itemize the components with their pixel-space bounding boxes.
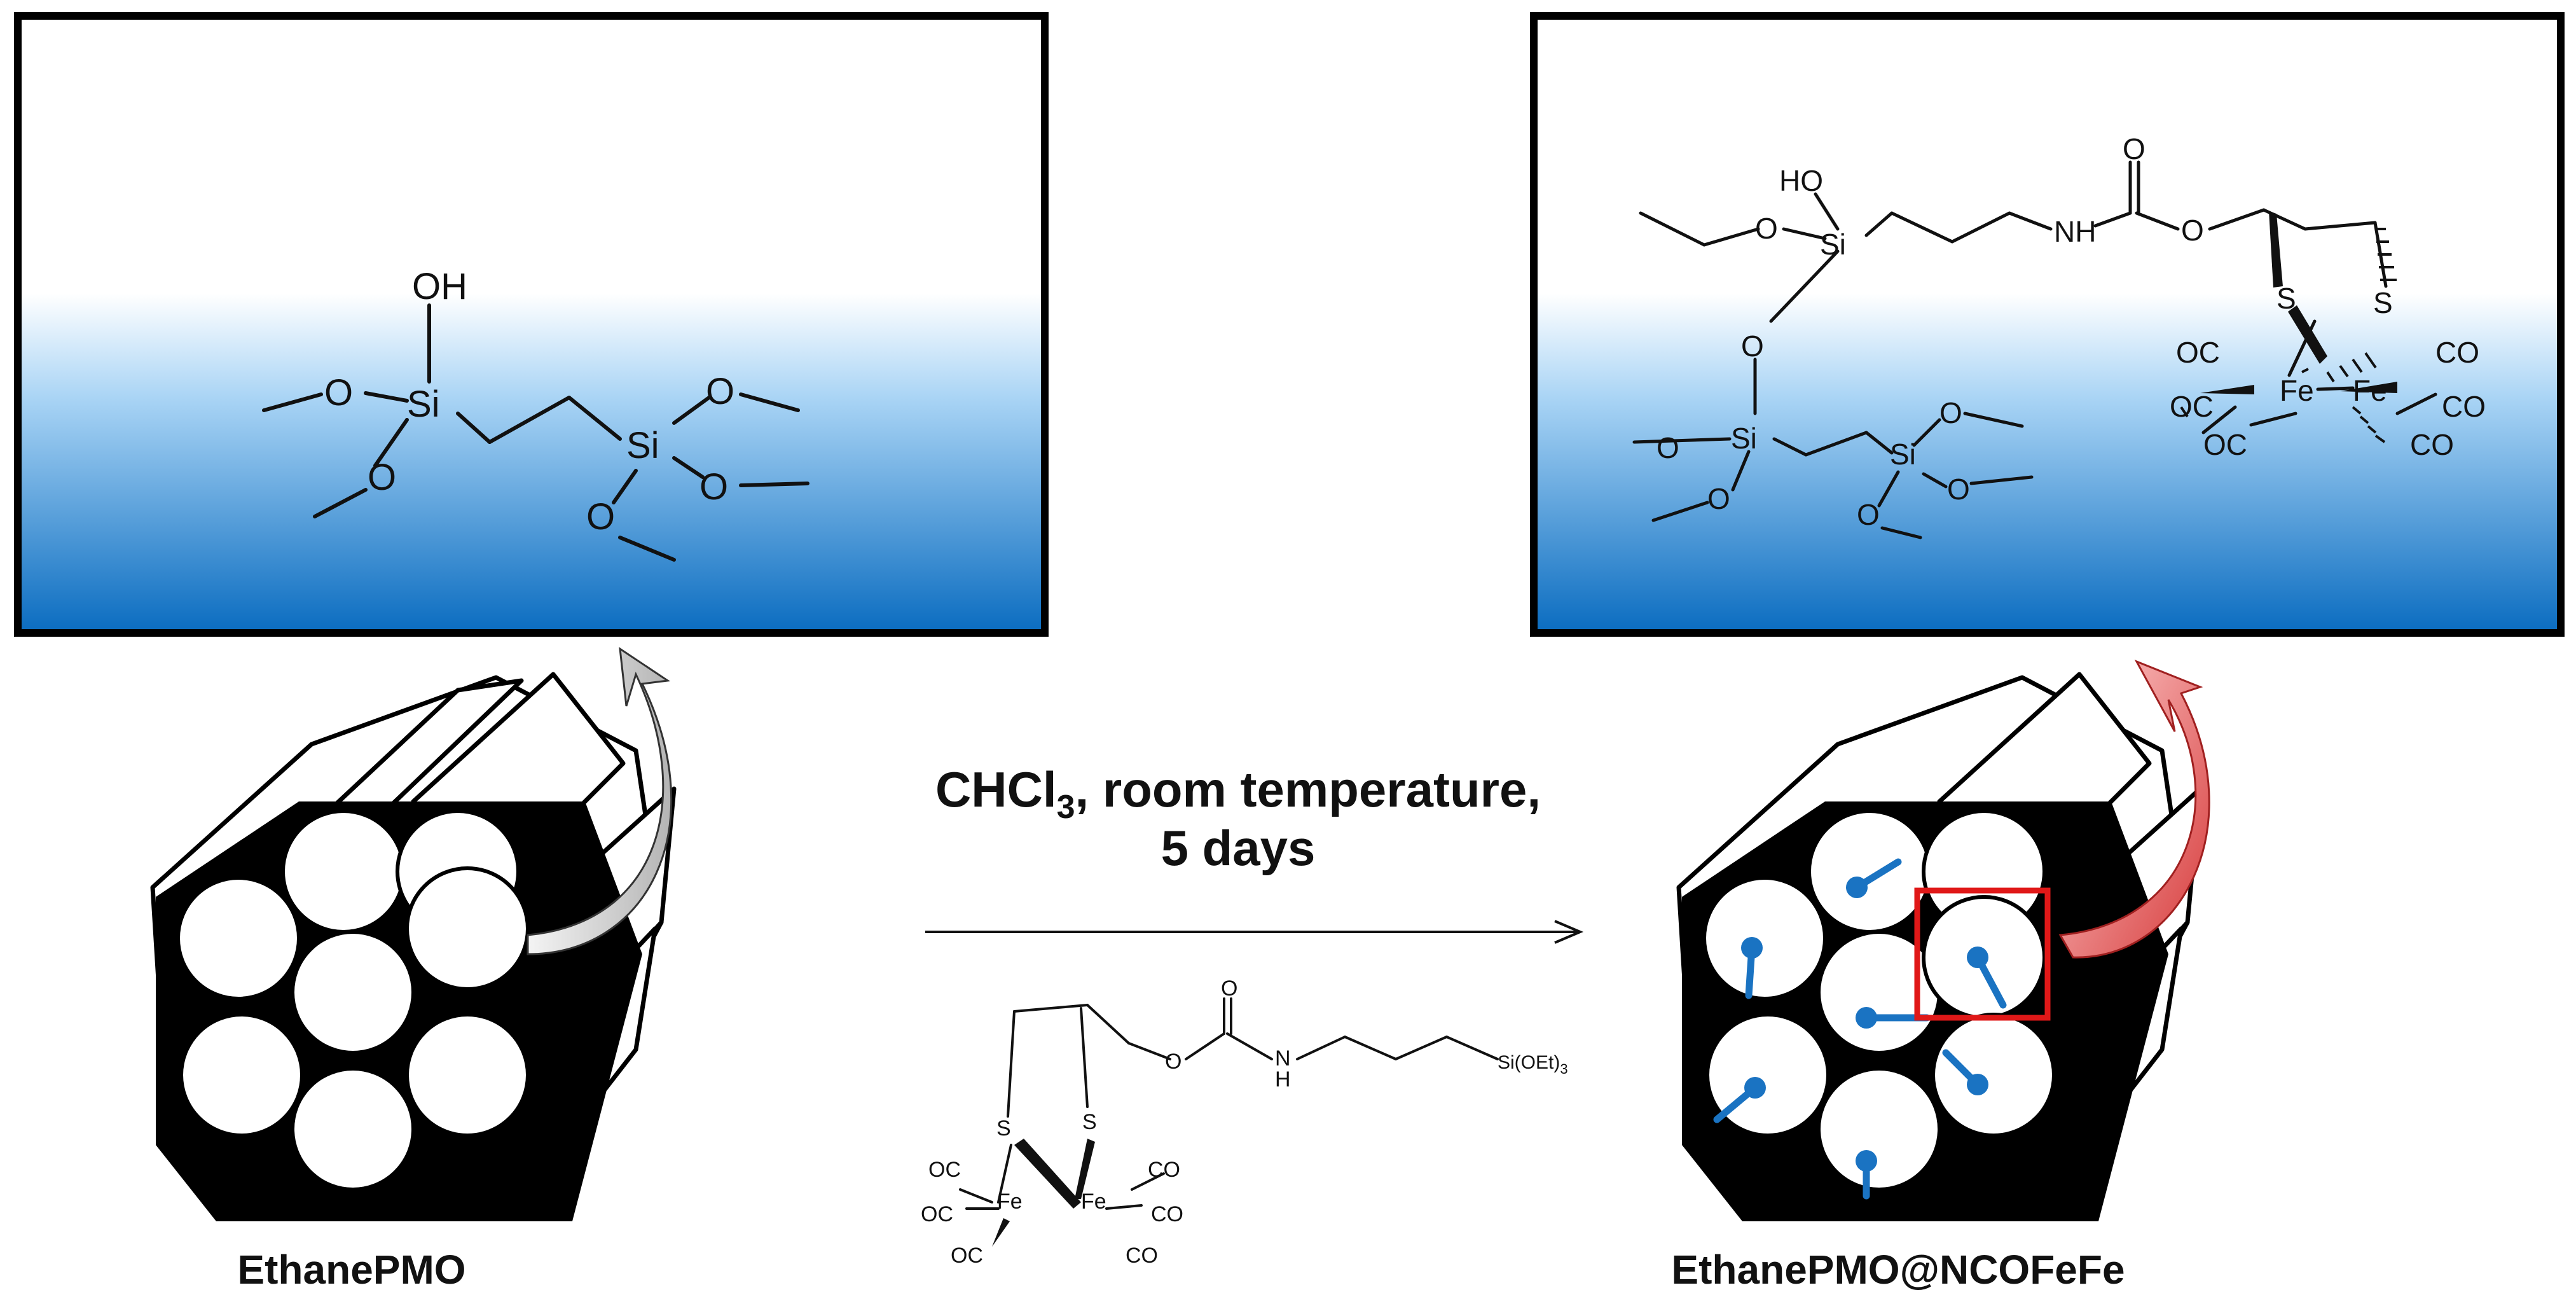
- atom-o: O: [1947, 473, 1970, 506]
- highlight-box: [1914, 887, 2051, 1021]
- left-molecule-atoms: OH O O Si Si O O O: [324, 266, 734, 538]
- atom-o: O: [1165, 1050, 1181, 1074]
- wedge-bond: [992, 1218, 1010, 1247]
- atom-co: CO: [2435, 336, 2479, 369]
- wedge-bond: [1014, 1139, 1081, 1209]
- left-molecule-bonds: [262, 303, 809, 562]
- atom-n: N: [1275, 1046, 1291, 1071]
- condition-line-1: CHCl3, room temperature,: [935, 761, 1541, 826]
- atom-oh: OH: [412, 266, 467, 307]
- label-ethanepmo-ncofefe: EthanePMO@NCOFeFe: [1671, 1247, 2125, 1293]
- pmo-pores: [176, 809, 530, 1191]
- wedge-bond: [2269, 211, 2283, 288]
- atom-s: S: [2276, 282, 2296, 315]
- atom-o: O: [586, 496, 615, 538]
- ethane-pmo-ncofefe-structure: [1676, 672, 2203, 1221]
- atom-oc: OC: [951, 1244, 983, 1268]
- atom-o: O: [1741, 329, 1764, 363]
- atom-oc: OC: [2203, 428, 2247, 461]
- reagent-atoms: O O N H Si(OEt)3 S S Fe Fe OC OC OC CO C…: [921, 976, 1568, 1268]
- reagent-bonds: [959, 997, 1499, 1210]
- atom-ho: HO: [1779, 164, 1823, 197]
- condition-line-2: 5 days: [1161, 820, 1316, 876]
- atom-o: O: [2123, 132, 2146, 165]
- right-molecule-atoms: HO O Si NH O O O Si O O Si O O O S S Fe …: [1656, 132, 2486, 531]
- atom-o: O: [699, 466, 728, 508]
- atom-co: CO: [1148, 1158, 1180, 1182]
- right-molecule-bonds: [1632, 160, 2437, 539]
- reaction-arrowhead: [1554, 920, 1584, 944]
- atom-si: Si: [1820, 228, 1846, 261]
- ethane-pmo-structure: [150, 672, 677, 1221]
- atom-fe: Fe: [997, 1190, 1023, 1214]
- atom-si: Si: [626, 425, 659, 466]
- atom-s: S: [2373, 286, 2393, 319]
- wedge-bond: [1075, 1139, 1095, 1199]
- tether-heads: [1741, 877, 1988, 1172]
- atom-o: O: [1857, 498, 1880, 531]
- atom-o: O: [1221, 976, 1237, 1001]
- atom-co: CO: [2442, 390, 2486, 423]
- right-panel-frame: [1530, 12, 2565, 637]
- atom-si: Si: [1731, 422, 1757, 455]
- atom-o: O: [706, 371, 734, 412]
- right-zoom-arrow: [2058, 660, 2210, 959]
- atom-nh: NH: [2054, 215, 2096, 248]
- reaction-conditions: CHCl3, room temperature, 5 days: [925, 761, 1584, 944]
- wedge-bond: [2340, 382, 2397, 393]
- atom-oc: OC: [2176, 336, 2220, 369]
- atom-fe: Fe: [1081, 1190, 1106, 1214]
- atom-o: O: [1939, 396, 1962, 429]
- atom-o: O: [2181, 214, 2204, 247]
- atom-si: Si: [407, 384, 440, 425]
- label-ethanepmo: EthanePMO: [237, 1247, 465, 1293]
- atom-co: CO: [2410, 428, 2454, 461]
- left-zoom-arrow: [527, 646, 673, 955]
- right-molecule-panel: HO O Si NH O O O Si O O Si O O O S S Fe …: [1530, 12, 2565, 637]
- left-panel-frame: [14, 12, 1049, 637]
- reagent-structure: O O N H Si(OEt)3 S S Fe Fe OC OC OC CO C…: [921, 976, 1568, 1268]
- atom-fe: Fe: [2353, 374, 2387, 407]
- atom-o: O: [368, 457, 396, 498]
- atom-o: O: [1656, 431, 1679, 464]
- atom-o: O: [1707, 482, 1730, 515]
- atom-si-oet3: Si(OEt)3: [1498, 1052, 1568, 1077]
- atom-s: S: [1082, 1110, 1097, 1134]
- atom-oc: OC: [2170, 390, 2214, 423]
- wedge-bond: [2288, 305, 2327, 364]
- atom-h: H: [1275, 1067, 1291, 1092]
- atom-o: O: [1755, 212, 1778, 245]
- wedge-bond: [2200, 385, 2254, 394]
- atom-oc: OC: [921, 1202, 953, 1226]
- atom-s: S: [996, 1116, 1011, 1141]
- atom-oc: OC: [928, 1158, 961, 1182]
- left-molecule-panel: OH O O Si Si O O O: [14, 12, 1049, 637]
- hashed-bonds: [2180, 228, 2397, 443]
- atom-si: Si: [1890, 438, 1916, 471]
- atom-co: CO: [1126, 1244, 1158, 1268]
- pmo-pores: [1702, 809, 2056, 1191]
- atom-fe: Fe: [2280, 374, 2314, 407]
- atom-co: CO: [1151, 1202, 1183, 1226]
- atom-o: O: [324, 372, 353, 413]
